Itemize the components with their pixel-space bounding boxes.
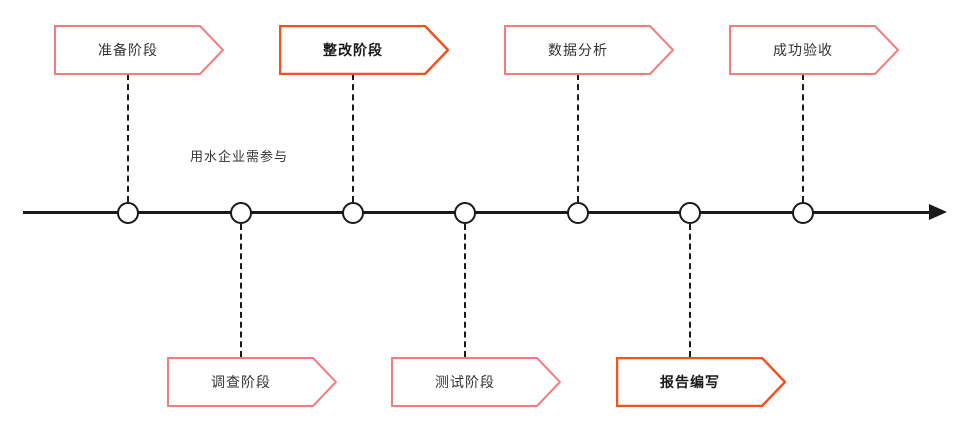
pennant-shape-icon xyxy=(167,357,337,407)
pennant-shape-icon xyxy=(391,357,561,407)
stage-label: 成功验收 xyxy=(773,42,833,58)
timeline-node-3[interactable] xyxy=(342,202,364,224)
annotation-note[interactable]: 用水企业需参与 xyxy=(190,149,289,164)
stage-banner-6[interactable]: 报告编写 xyxy=(616,357,786,407)
connector-stage-2 xyxy=(240,224,242,357)
pennant-shape-icon xyxy=(616,357,786,407)
pennant-shape-icon xyxy=(729,25,899,75)
stage-label: 测试阶段 xyxy=(435,374,495,390)
stage-banner-3[interactable]: 整改阶段 xyxy=(279,25,449,75)
stage-banner-7[interactable]: 成功验收 xyxy=(729,25,899,75)
connector-stage-5 xyxy=(577,74,579,202)
connector-stage-7 xyxy=(802,74,804,202)
pennant-shape-icon xyxy=(54,25,224,75)
stage-banner-4[interactable]: 测试阶段 xyxy=(391,357,561,407)
timeline-node-6[interactable] xyxy=(679,202,701,224)
timeline-node-1[interactable] xyxy=(117,202,139,224)
stage-label: 整改阶段 xyxy=(323,42,383,58)
stage-banner-1[interactable]: 准备阶段 xyxy=(54,25,224,75)
timeline-node-4[interactable] xyxy=(454,202,476,224)
stage-label: 数据分析 xyxy=(548,42,608,58)
stage-banner-2[interactable]: 调查阶段 xyxy=(167,357,337,407)
timeline-axis xyxy=(23,211,931,214)
timeline-node-2[interactable] xyxy=(230,202,252,224)
stage-label: 准备阶段 xyxy=(98,42,158,58)
stage-label: 调查阶段 xyxy=(211,374,271,390)
connector-stage-6 xyxy=(689,224,691,357)
pennant-shape-icon xyxy=(504,25,674,75)
connector-stage-3 xyxy=(352,74,354,202)
connector-stage-1 xyxy=(127,74,129,202)
pennant-shape-icon xyxy=(279,25,449,75)
connector-stage-4 xyxy=(464,224,466,357)
stage-banner-5[interactable]: 数据分析 xyxy=(504,25,674,75)
arrowhead-icon xyxy=(929,204,947,220)
timeline-node-5[interactable] xyxy=(567,202,589,224)
timeline-node-7[interactable] xyxy=(792,202,814,224)
stage-label: 报告编写 xyxy=(660,374,720,390)
